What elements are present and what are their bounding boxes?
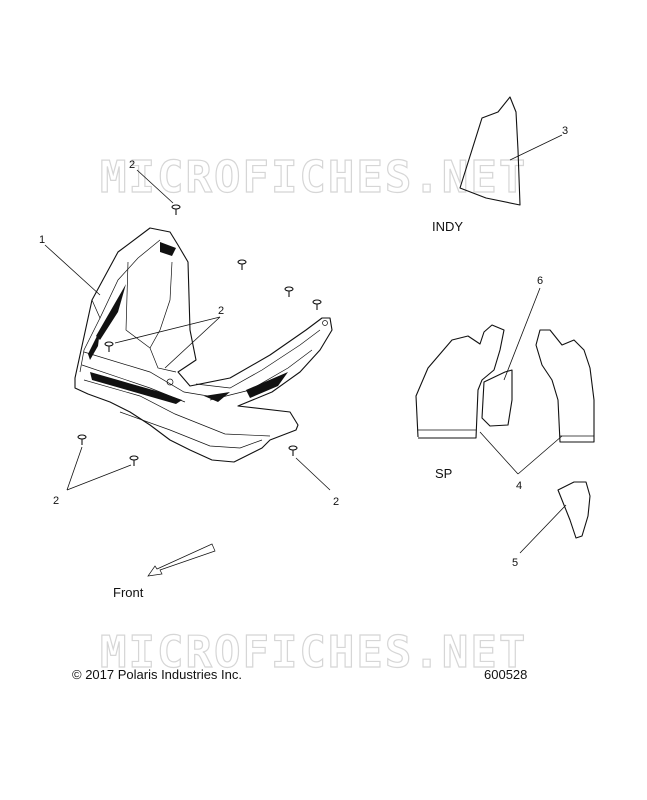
callout-5: 5 — [512, 557, 518, 569]
callout-2: 2 — [129, 159, 135, 171]
callout-3: 3 — [562, 125, 568, 137]
rivet-icon — [288, 445, 298, 456]
watermark-bottom: MICROFICHES.NET — [100, 627, 527, 678]
caption-indy: INDY — [432, 219, 463, 234]
rivet-icon — [312, 299, 322, 310]
panel-right-part — [535, 329, 595, 443]
callout-6: 6 — [537, 275, 543, 287]
copyright-text: © 2017 Polaris Industries Inc. — [72, 667, 242, 682]
watermark-top: MICROFICHES.NET — [100, 152, 527, 203]
callout-1: 1 — [39, 234, 45, 246]
callout-2: 2 — [218, 305, 224, 317]
leader-lines — [44, 134, 567, 554]
callout-2: 2 — [333, 496, 339, 508]
rivet-icon — [171, 204, 181, 215]
callout-4: 4 — [516, 480, 522, 492]
windshield-indy-part — [459, 96, 521, 206]
rivet-icon — [129, 455, 139, 466]
panel-left-part — [415, 324, 505, 439]
figure-number: 600528 — [484, 667, 527, 682]
rivet-icon — [284, 286, 294, 297]
caption-sp: SP — [435, 466, 452, 481]
decal-part — [481, 369, 513, 427]
hood-nosepan-part — [74, 227, 333, 463]
callout-2: 2 — [53, 495, 59, 507]
rivet-icon — [77, 434, 87, 445]
front-arrow-icon — [147, 543, 216, 577]
edge-trim-part — [557, 481, 591, 539]
rivet-icon — [104, 341, 114, 352]
caption-front: Front — [113, 585, 144, 600]
rivet-icon — [237, 259, 247, 270]
